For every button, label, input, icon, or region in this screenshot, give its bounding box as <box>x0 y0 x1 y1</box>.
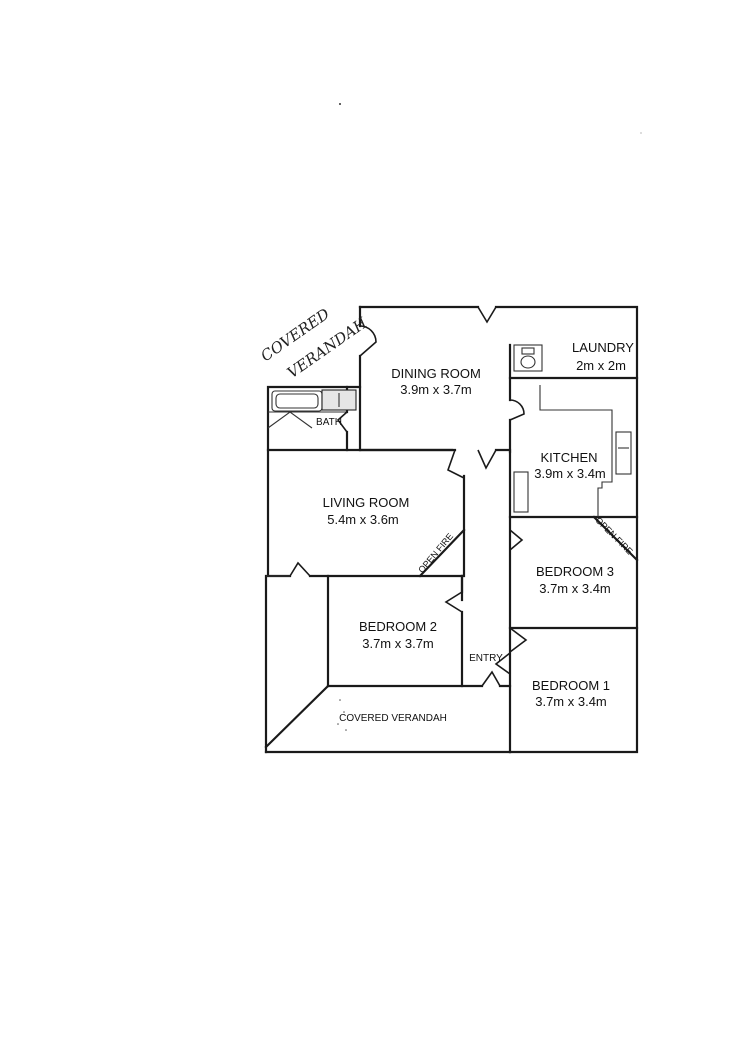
doors <box>289 306 528 687</box>
toilet-icon <box>520 355 536 369</box>
laundry-label: LAUNDRY <box>572 340 634 355</box>
covered-verandah-label: COVERED VERANDAH <box>339 713 447 724</box>
laundry-fixtures <box>513 344 543 372</box>
kitchen-label: KITCHEN <box>540 450 597 465</box>
bath-fixtures <box>267 389 357 429</box>
speck <box>640 132 642 134</box>
sink-icon <box>615 431 632 475</box>
dining-room-size: 3.9m x 3.7m <box>400 382 472 397</box>
kitchen-benches <box>513 385 632 517</box>
open-fire-bedroom3-label: OPEN FIRE <box>593 515 634 556</box>
open-fire-living-label: OPEN FIRE <box>416 531 455 575</box>
bedroom-2-size: 3.7m x 3.7m <box>362 636 434 651</box>
bath-label: BATH <box>316 417 342 428</box>
fireplaces <box>418 515 639 578</box>
laundry-size: 2m x 2m <box>576 358 626 373</box>
verandah-outline <box>264 575 347 749</box>
bedroom-1-size: 3.7m x 3.4m <box>535 694 607 709</box>
outer-walls <box>264 305 639 754</box>
bedroom-2-label: BEDROOM 2 <box>359 619 437 634</box>
bedroom-3-label: BEDROOM 3 <box>536 564 614 579</box>
living-room-size: 5.4m x 3.6m <box>327 512 399 527</box>
bedroom-1-label: BEDROOM 1 <box>532 678 610 693</box>
entry-label: ENTRY <box>469 653 503 664</box>
verandah-hatch-marks <box>337 699 347 731</box>
dining-room-label: DINING ROOM <box>391 366 481 381</box>
kitchen-size: 3.9m x 3.4m <box>534 466 606 481</box>
living-room-label: LIVING ROOM <box>323 495 410 510</box>
bedroom-3-size: 3.7m x 3.4m <box>539 581 611 596</box>
speck <box>339 103 341 105</box>
